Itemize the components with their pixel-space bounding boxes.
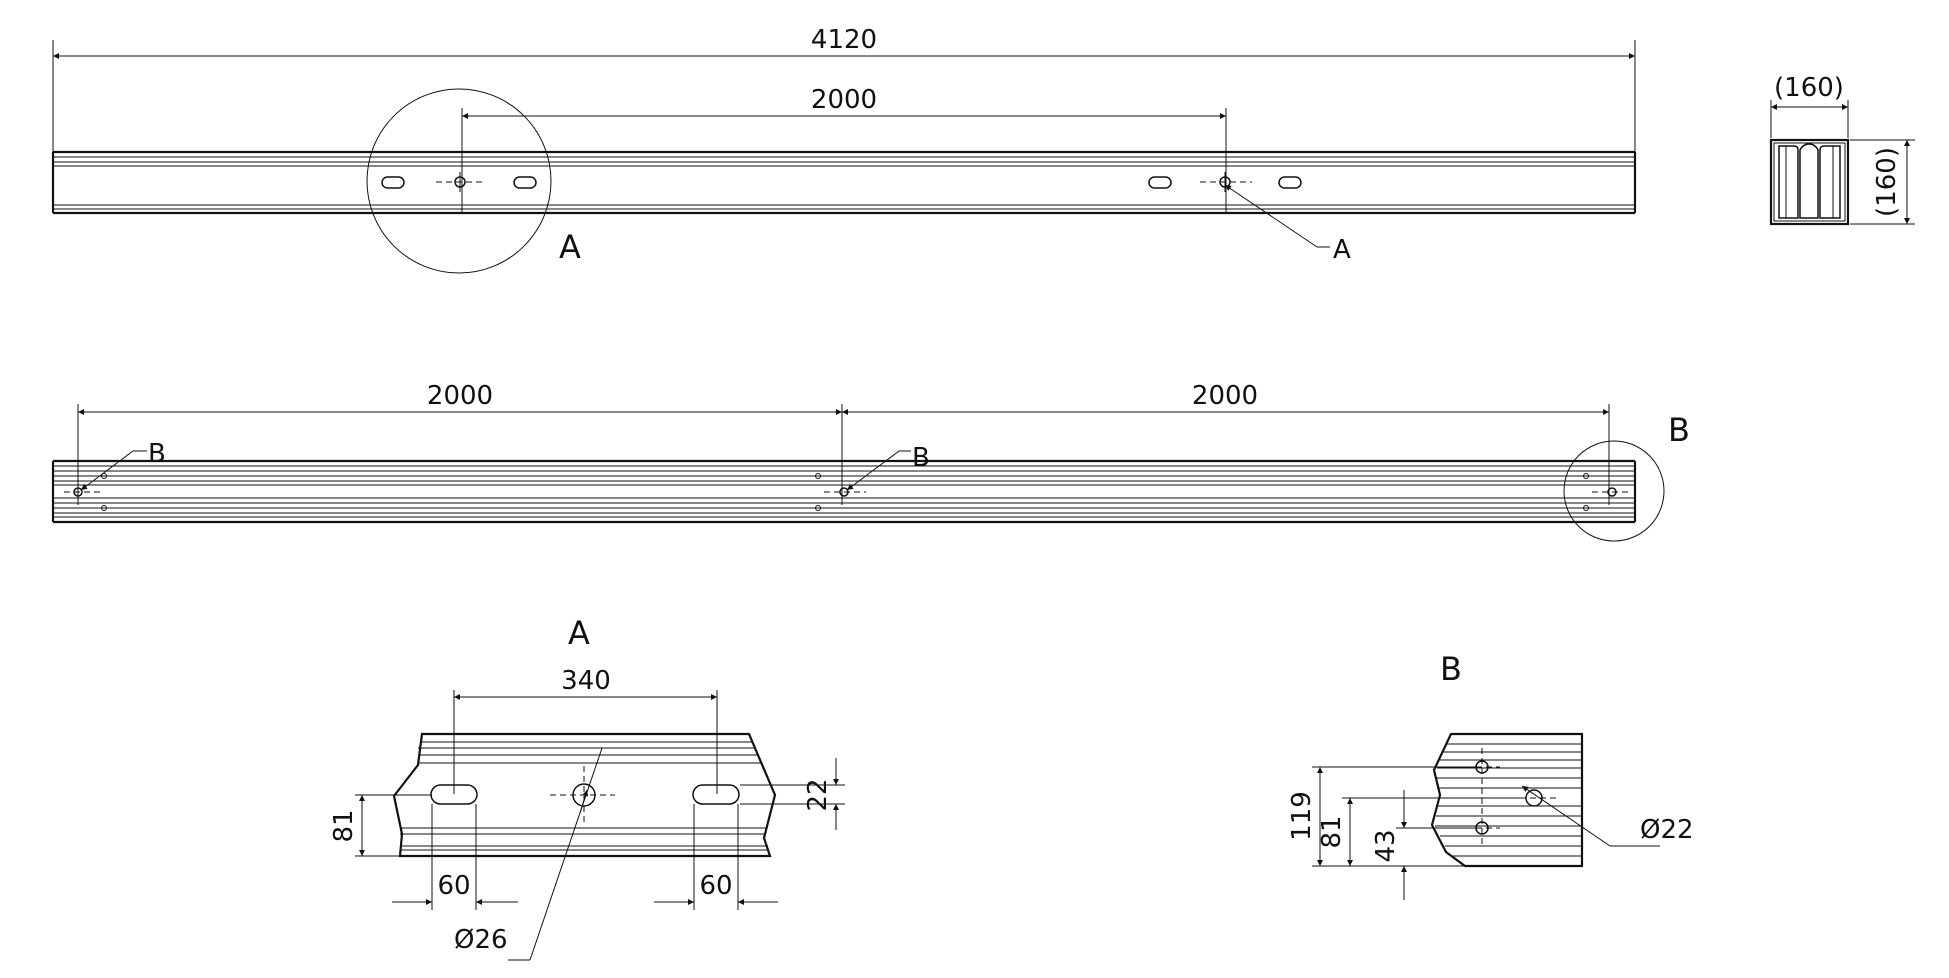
hole-group-left xyxy=(381,172,537,192)
detail-a-slot-right xyxy=(692,784,740,805)
cross-section-view: (160) (160) xyxy=(1769,73,1915,226)
dimension-a-diameter: Ø26 xyxy=(454,925,508,955)
detail-b-title: B xyxy=(1440,650,1462,688)
detail-a-leader-label: A xyxy=(1333,235,1351,265)
rail-body-top xyxy=(51,150,1637,215)
dimension-a-81: 81 xyxy=(329,809,359,842)
hole-group-right xyxy=(1148,172,1302,192)
detail-a-circle xyxy=(366,88,552,274)
rail-body-middle xyxy=(51,459,1637,524)
dimension-4120: 4120 xyxy=(811,25,877,55)
detail-a-body xyxy=(392,732,777,858)
hole-marker-left xyxy=(64,473,107,511)
dimension-b-43: 43 xyxy=(1371,829,1401,862)
detail-a-view: A 340 81 2 xyxy=(329,614,845,961)
profile-shape xyxy=(1769,138,1850,226)
dimension-340: 340 xyxy=(561,666,611,696)
dimension-a-slot-left: 60 xyxy=(437,871,470,901)
dimension-b-119: 119 xyxy=(1287,791,1317,841)
detail-a-title: A xyxy=(568,614,590,652)
hole-marker-right xyxy=(1583,473,1630,511)
detail-a-circle-label: A xyxy=(559,228,581,266)
detail-b-circle xyxy=(1563,440,1665,542)
detail-b-circle-label: B xyxy=(1668,411,1690,449)
detail-b-leader-mid-label: B xyxy=(912,443,930,473)
dimension-mid-left: 2000 xyxy=(427,381,493,411)
dimension-section-height: (160) xyxy=(1872,147,1902,217)
hole-marker-middle xyxy=(815,473,866,511)
middle-rail-view: 2000 2000 xyxy=(51,381,1690,542)
top-rail-view: 4120 2000 xyxy=(51,25,1637,274)
dimension-section-width: (160) xyxy=(1774,73,1844,103)
dimension-mid-right: 2000 xyxy=(1192,381,1258,411)
detail-b-leader-left-label: B xyxy=(148,439,166,469)
dimension-a-22: 22 xyxy=(803,778,833,811)
dimension-b-diameter: Ø22 xyxy=(1640,815,1694,845)
detail-b-body xyxy=(1430,732,1584,868)
dimension-a-slot-right: 60 xyxy=(699,871,732,901)
detail-b-view: B 119 8 xyxy=(1287,650,1694,900)
dimension-b-81: 81 xyxy=(1317,815,1347,848)
dimension-top-2000: 2000 xyxy=(811,85,877,115)
